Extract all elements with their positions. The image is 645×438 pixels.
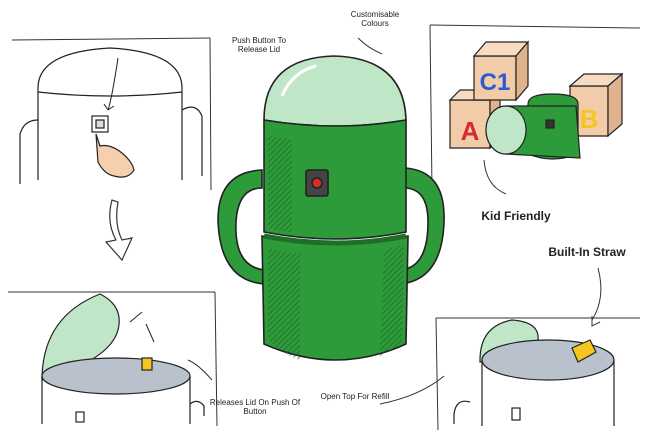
- releases-lid-label: Releases Lid On Push Of Button: [206, 398, 304, 416]
- built-in-straw-label: Built-In Straw: [532, 246, 642, 260]
- releases-lid-panel: [42, 294, 204, 424]
- down-arrow: [106, 200, 132, 260]
- block-b-letter: B: [580, 104, 599, 134]
- push-button-panel: [20, 48, 202, 184]
- kid-friendly-label: Kid Friendly: [466, 210, 566, 224]
- block-c1-letter: C1: [480, 69, 511, 96]
- push-button-label: Push Button To Release Lid: [220, 36, 298, 54]
- open-top-panel: [454, 320, 614, 426]
- main-cup: [218, 56, 444, 360]
- open-top-label: Open Top For Refill: [320, 392, 390, 401]
- customisable-colours-label: Customisable Colours: [340, 10, 410, 28]
- block-a-letter: A: [461, 116, 480, 146]
